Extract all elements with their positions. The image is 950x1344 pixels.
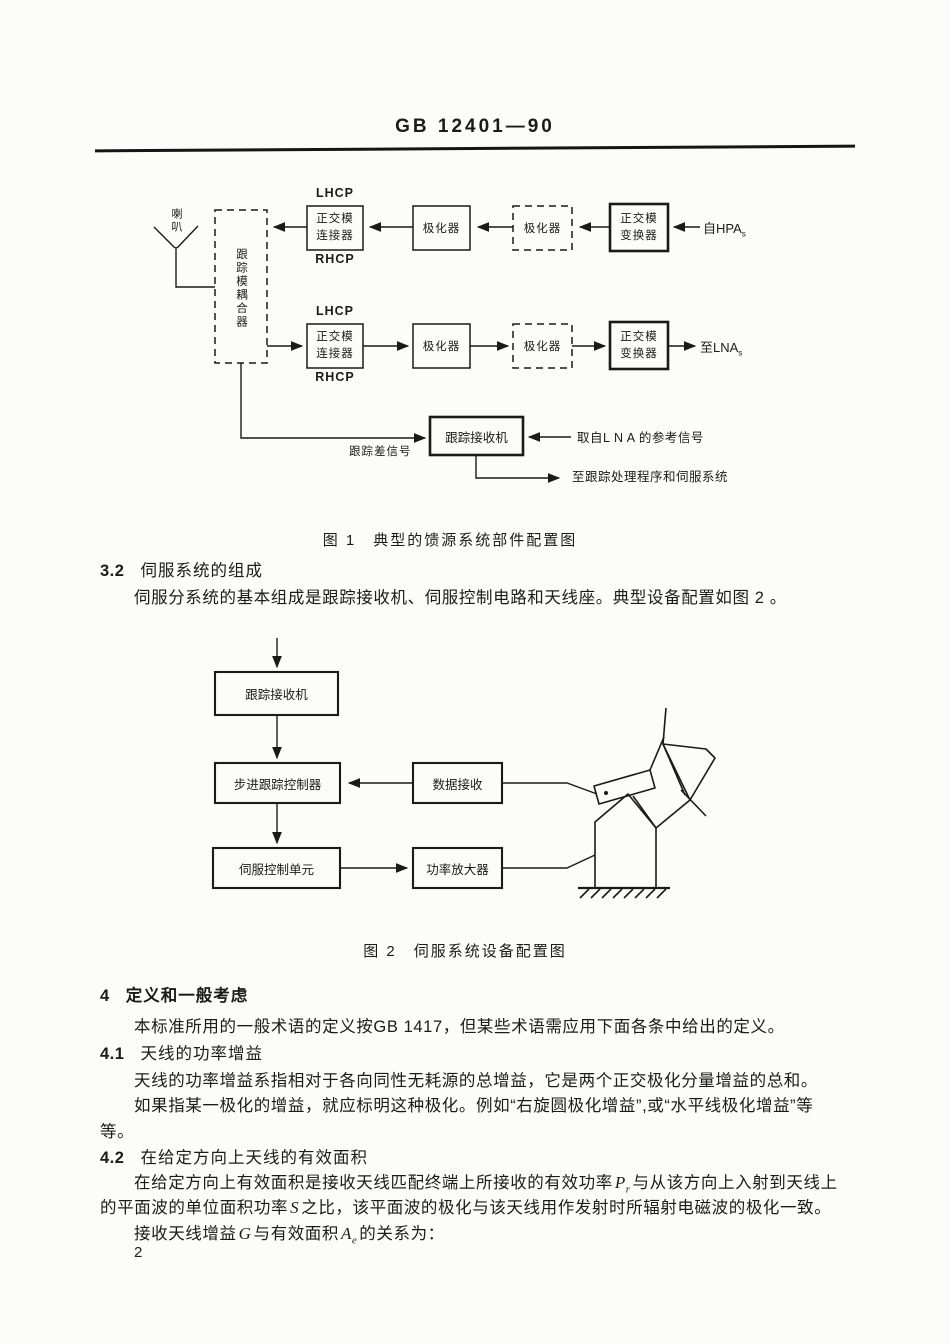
page-title: GB 12401—90 [395,116,555,137]
to-lna-label: 至LNAs [700,340,743,358]
var-S: S [290,1198,300,1217]
ref-from-lna-label: 取自L N A 的参考信号 [577,431,704,445]
section-4-1-p1: 天线的功率增益系指相对于各向同性无耗源的总增益，它是两个正交极化分量增益的总和。 [134,1072,818,1090]
polarizer-bottom-label: 极化器 [422,341,461,353]
antenna-sketch [578,707,716,899]
coupler-label: 跟踪模耦合器 [235,247,247,329]
figure1-diagram [153,202,700,483]
power-amplifier-label: 功率放大器 [426,862,489,877]
omt-transducer-top-label: 正交模 变换器 [620,212,658,242]
polarizer-dashed-bottom-box [512,323,573,369]
omt-junction-top-box [306,205,364,251]
horn-label: 喇叭 [170,208,182,234]
page-number: 2 [134,1244,143,1261]
polarizer-dashed-top-box [512,205,573,251]
to-tracking-processor-label: 至跟踪处理程序和伺服系统 [572,470,729,484]
tracking-receiver-label: 跟踪接收机 [445,430,508,445]
servo-control-unit-label: 伺服控制单元 [238,862,314,877]
omt-junction-bottom-label: 正交模 连接器 [316,331,354,360]
tracking-diff-signal-label: 跟踪差信号 [349,446,412,458]
rhcp-label-top: RHCP [315,252,355,266]
ground-hatching [579,888,667,899]
figure1-caption: 图 1 典型的馈源系统部件配置图 [322,532,578,549]
section-3-2-body: 伺服分系统的基本组成是跟踪接收机、伺服控制电路和天线座。典型设备配置如图 2 。 [134,589,787,607]
data-receiver-label: 数据接收 [432,777,483,792]
polarizer-dashed-top-label: 极化器 [523,223,562,235]
lhcp-label-bottom: LHCP [315,304,355,318]
figure2-caption: 图 2 伺服系统设备配置图 [363,943,567,960]
var-G: G [238,1224,252,1243]
lhcp-label-top: LHCP [315,186,355,200]
figure2-diagram [211,638,716,899]
section-4-1-p2-cont: 等。 [100,1123,135,1141]
polarizer-top-label: 极化器 [422,223,461,235]
polarizer-dashed-bottom-label: 极化器 [523,341,562,353]
var-Ae: Ae [341,1224,358,1247]
omt-junction-top-label: 正交模 连接器 [316,213,354,242]
polarizer-top-box [412,205,471,251]
omt-transducer-bottom-label: 正交模 变换器 [620,330,658,360]
fig2-tracking-receiver-label: 跟踪接收机 [245,688,308,702]
step-track-controller-label: 步进跟踪控制器 [233,777,322,792]
horn-antenna-icon [153,225,215,288]
var-Pr: Pr [614,1173,631,1196]
section-4-body: 本标准所用的一般术语的定义按GB 1417，但某些术语需应用下面各条中给出的定义… [134,1018,785,1036]
section-4-1-p2: 如果指某一极化的增益，就应标明这种极化。例如“右旋圆极化增益”,或“水平线极化增… [134,1097,814,1115]
from-hpa-label: 自HPAs [703,221,746,239]
rhcp-label-bottom: RHCP [315,370,355,384]
omt-transducer-top-box [608,202,670,253]
